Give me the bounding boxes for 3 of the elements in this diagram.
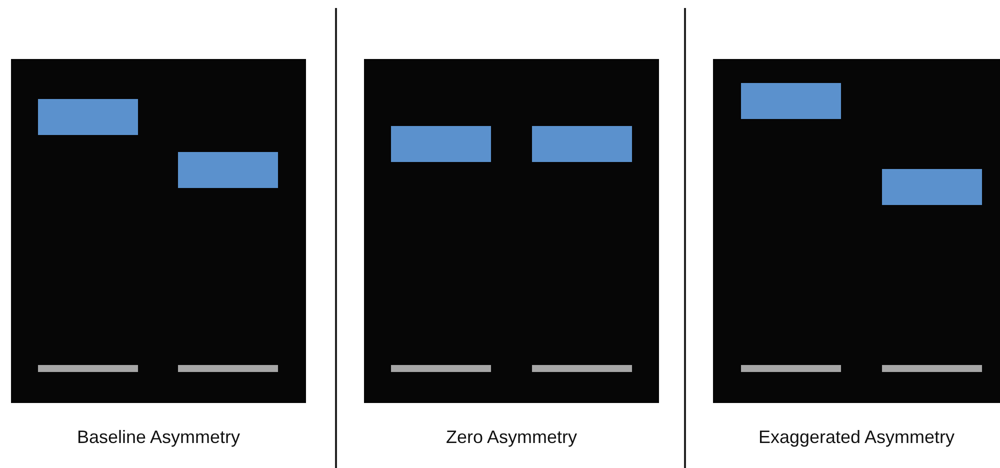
panel-caption: Baseline Asymmetry [76,427,242,448]
panel-caption: Exaggerated Asymmetry [757,427,956,448]
panel-caption: Zero Asymmetry [444,427,578,448]
